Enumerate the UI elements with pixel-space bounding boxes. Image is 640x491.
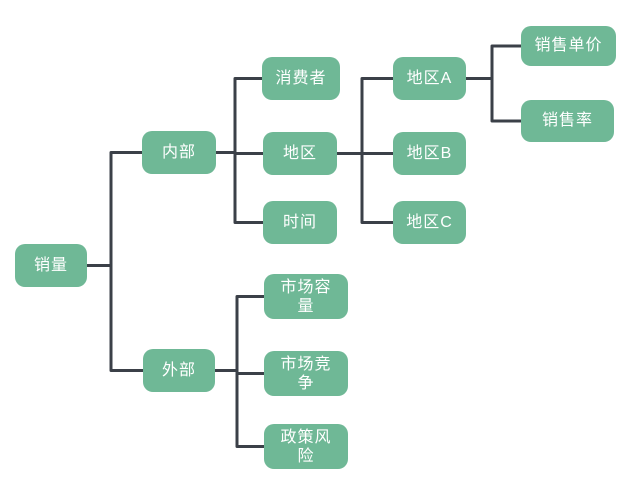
- node-label: 销量: [33, 256, 68, 274]
- node-label: 市场容量: [280, 278, 332, 315]
- node-market-competition[interactable]: 市场竞争: [264, 351, 348, 396]
- connector-region-to-region-c: [335, 152, 395, 224]
- node-label: 地区A: [406, 69, 453, 87]
- node-label: 地区C: [406, 213, 453, 231]
- node-label: 外部: [161, 361, 196, 379]
- node-label: 政策风险: [280, 428, 332, 465]
- node-label: 时间: [282, 213, 317, 231]
- node-unit-price[interactable]: 销售单价: [521, 26, 616, 66]
- node-label: 消费者: [275, 69, 327, 87]
- connector-internal-to-time: [214, 151, 265, 224]
- node-label: 地区B: [406, 144, 453, 162]
- node-internal[interactable]: 内部: [142, 131, 216, 174]
- node-sales[interactable]: 销量: [15, 244, 87, 287]
- node-consumer[interactable]: 消费者: [262, 57, 340, 100]
- node-region[interactable]: 地区: [263, 132, 337, 175]
- node-sales-rate[interactable]: 销售率: [521, 100, 614, 142]
- node-region-b[interactable]: 地区B: [393, 132, 466, 175]
- connector-external-to-policy-risk: [213, 369, 266, 448]
- node-external[interactable]: 外部: [143, 349, 215, 392]
- node-label: 销售单价: [534, 37, 603, 54]
- node-region-c[interactable]: 地区C: [393, 201, 466, 244]
- node-label: 市场竞争: [280, 355, 332, 392]
- connector-region-a-to-sales-rate: [464, 77, 523, 123]
- node-policy-risk[interactable]: 政策风险: [264, 424, 348, 469]
- node-market-capacity[interactable]: 市场容量: [264, 274, 348, 319]
- node-region-a[interactable]: 地区A: [393, 57, 466, 100]
- node-label: 地区: [282, 144, 317, 162]
- node-time[interactable]: 时间: [263, 201, 337, 244]
- node-label: 内部: [161, 143, 196, 161]
- node-label: 销售率: [541, 112, 593, 129]
- connector-sales-to-external: [85, 264, 145, 372]
